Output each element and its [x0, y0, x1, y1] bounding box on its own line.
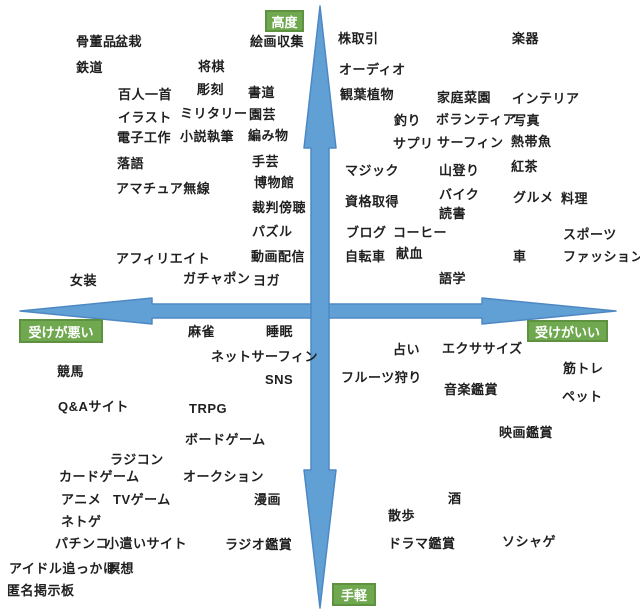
- hobby-label: サーフィン: [437, 135, 504, 150]
- hobby-label: 釣り: [394, 113, 422, 128]
- hobby-label: アフィリエイト: [116, 251, 211, 266]
- hobby-label: 裁判傍聴: [252, 200, 307, 215]
- hobby-label: ファッション: [563, 249, 640, 264]
- hobby-label: ラジオ鑑賞: [225, 537, 293, 552]
- hobby-label: 写真: [513, 113, 541, 128]
- hobby-label: オークション: [183, 469, 265, 484]
- hobby-label: マジック: [345, 163, 400, 178]
- hobby-label: 家庭菜園: [437, 90, 492, 105]
- axis-label-casual: 手軽: [332, 583, 376, 606]
- hobby-label: ガチャポン: [183, 271, 251, 286]
- hobby-label: グルメ: [513, 190, 554, 205]
- hobby-label: 漫画: [254, 492, 282, 507]
- hobby-label: 電子工作: [117, 130, 172, 145]
- hobby-label: 博物館: [254, 175, 295, 190]
- hobby-label: 睡眠: [266, 324, 294, 339]
- hobby-label: 動画配信: [251, 249, 306, 264]
- vertical-axis-arrow: [303, 5, 337, 609]
- hobby-label: ミリタリー: [180, 106, 248, 121]
- hobby-label: 匿名掲示板: [7, 583, 75, 598]
- hobby-label: Q&Aサイト: [58, 399, 129, 414]
- hobby-label: 女装: [70, 273, 98, 288]
- hobby-label: 楽器: [512, 31, 540, 46]
- hobby-label: オーディオ: [339, 62, 406, 77]
- hobby-label: 百人一首: [118, 87, 173, 102]
- hobby-label: 小説執筆: [180, 129, 235, 144]
- hobby-label: ネトゲ: [61, 514, 102, 529]
- hobby-label: 酒: [448, 491, 462, 506]
- hobby-label: 麻雀: [188, 324, 216, 339]
- hobby-label: パチンコ: [55, 536, 110, 551]
- hobby-label: ボードゲーム: [185, 432, 266, 447]
- hobby-label: パズル: [252, 224, 293, 239]
- hobby-label: ソシャゲ: [502, 534, 557, 549]
- hobby-label: 観葉植物: [340, 87, 395, 102]
- hobby-label: カードゲーム: [59, 469, 140, 484]
- hobby-label: ドラマ鑑賞: [388, 536, 456, 551]
- hobby-label: 彫刻: [197, 82, 225, 97]
- hobby-label: アイドル追っかけ: [9, 561, 117, 576]
- hobby-label: 落語: [117, 156, 145, 171]
- hobby-label: 骨董品: [76, 34, 117, 49]
- hobby-label: 料理: [561, 191, 589, 206]
- hobby-label: 絵画収集: [250, 34, 305, 49]
- hobby-label: 編み物: [248, 128, 289, 143]
- hobby-label: ブログ: [346, 225, 387, 240]
- hobby-label: バイク: [439, 187, 480, 202]
- hobby-label: 瞑想: [107, 561, 135, 576]
- hobby-label: SNS: [265, 372, 294, 387]
- hobby-label: 紅茶: [511, 159, 539, 174]
- hobby-label: ペット: [562, 389, 603, 404]
- hobby-label: 手芸: [252, 154, 280, 169]
- hobby-label: アマチュア無線: [116, 181, 211, 196]
- hobby-label: TRPG: [189, 401, 228, 416]
- hobby-label: 車: [513, 249, 527, 264]
- hobby-label: 将棋: [198, 59, 226, 74]
- hobby-label: 小遣いサイト: [106, 536, 188, 551]
- hobby-label: 占い: [393, 342, 421, 357]
- hobby-label: ボランティア: [436, 112, 517, 127]
- hobby-label: フルーツ狩り: [341, 370, 422, 385]
- hobby-label: 書道: [248, 85, 276, 100]
- axis-label-popular: 受けがいい: [527, 320, 608, 342]
- hobby-label: 園芸: [249, 107, 277, 122]
- hobby-label: 読書: [439, 206, 467, 221]
- hobby-label: 映画鑑賞: [499, 425, 554, 440]
- hobby-label: 筋トレ: [563, 361, 604, 376]
- hobby-label: 献血: [396, 246, 424, 261]
- hobby-label: ネットサーフィン: [211, 349, 318, 364]
- hobby-label: 株取引: [338, 31, 379, 46]
- hobby-label: 盆栽: [115, 34, 143, 49]
- hobby-label: イラスト: [118, 110, 172, 125]
- axis-label-advanced: 高度: [265, 10, 304, 32]
- hobby-label: コーヒー: [393, 225, 448, 240]
- hobby-label: サプリ: [393, 136, 434, 151]
- hobby-label: インテリア: [512, 91, 580, 106]
- hobby-label: 自転車: [345, 249, 386, 264]
- axis-label-unpopular: 受けが悪い: [19, 319, 103, 343]
- hobby-label: ラジコン: [110, 452, 164, 467]
- hobby-label: 鉄道: [76, 60, 104, 75]
- hobby-label: エクササイズ: [442, 341, 523, 356]
- hobby-label: 語学: [439, 271, 467, 286]
- hobby-label: アニメ: [61, 492, 102, 507]
- hobby-label: 散歩: [388, 508, 416, 523]
- hobby-label: スポーツ: [563, 227, 617, 242]
- hobby-label: 資格取得: [345, 194, 400, 209]
- hobby-label: 山登り: [439, 163, 480, 178]
- hobby-label: 音楽鑑賞: [444, 382, 499, 397]
- hobby-label: 熱帯魚: [511, 134, 552, 149]
- hobby-label: TVゲーム: [113, 492, 171, 507]
- hobby-label: ヨガ: [253, 273, 281, 288]
- hobby-label: 競馬: [57, 364, 85, 379]
